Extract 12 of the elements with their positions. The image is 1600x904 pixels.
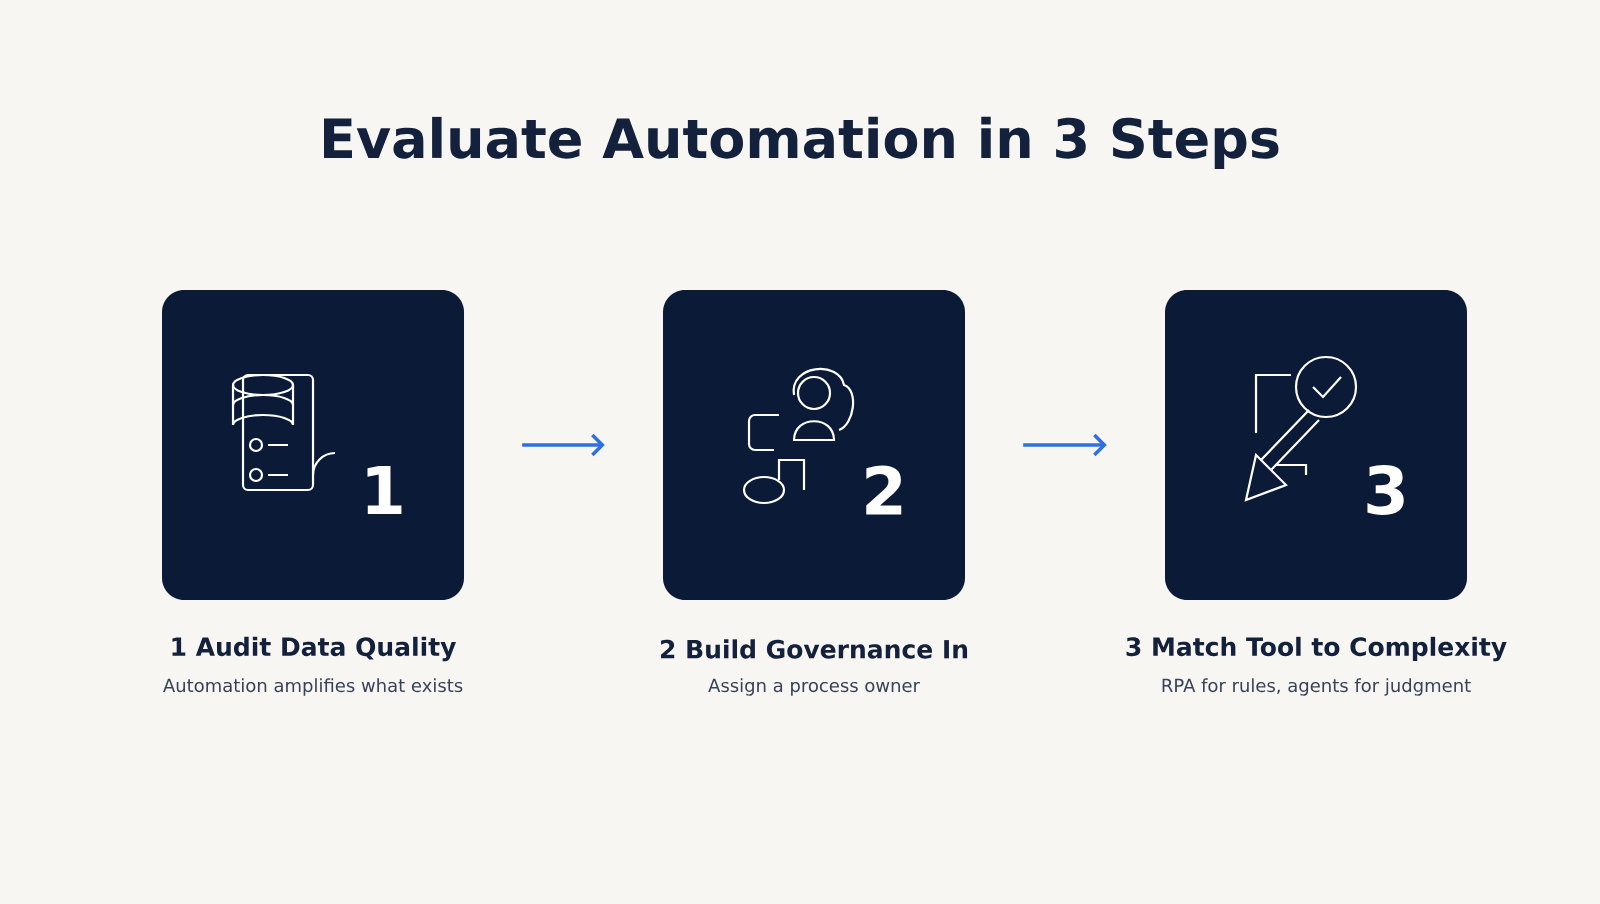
arrow bbox=[522, 433, 605, 457]
step-heading: 1 Audit Data Quality bbox=[172, 636, 456, 662]
step-description: Assign a process owner bbox=[708, 678, 920, 696]
title: Evaluate Automation in 3 Steps bbox=[324, 116, 1279, 170]
step-description: Automation amplifies what exists bbox=[163, 678, 463, 696]
step-card: 2 bbox=[663, 290, 965, 600]
step-card: 1 bbox=[162, 290, 464, 600]
step-heading: 3 Match Tool to Complexity bbox=[1126, 636, 1507, 662]
step-description: RPA for rules, agents for judgment bbox=[1162, 678, 1471, 696]
arrow bbox=[1023, 433, 1107, 457]
step-heading: 2 Build Governance In bbox=[661, 639, 968, 659]
step-card: 3 bbox=[1165, 290, 1467, 600]
